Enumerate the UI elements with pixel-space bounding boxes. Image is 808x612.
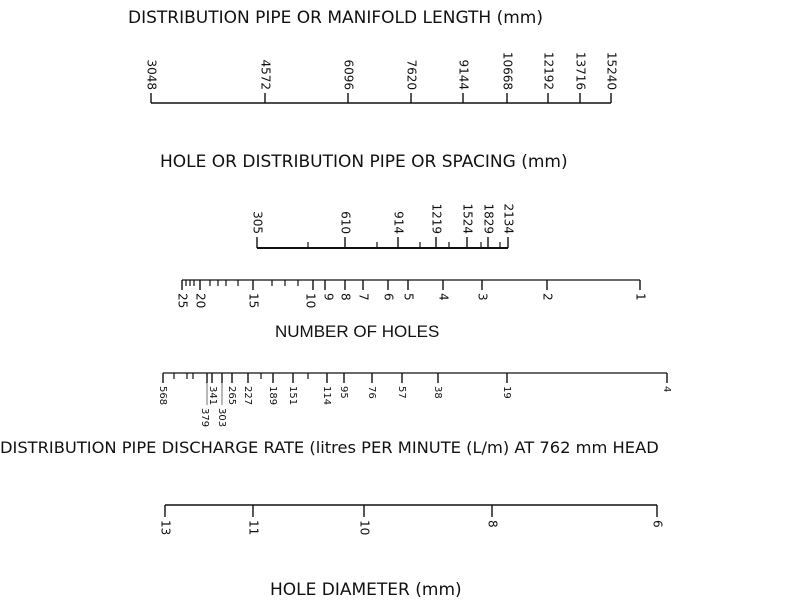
pipe-length-title: DISTRIBUTION PIPE OR MANIFOLD LENGTH (mm… xyxy=(128,8,543,28)
pipe_length-tick-label: 12192 xyxy=(542,52,556,90)
pipe_length-tick-label: 3048 xyxy=(145,59,159,90)
holes-tick-label: 20 xyxy=(194,293,208,308)
holes-tick-label: 15 xyxy=(247,293,261,308)
diameter-tick-label: 6 xyxy=(651,520,665,528)
spacing-tick-label: 305 xyxy=(251,211,265,234)
diameter-tick-label: 8 xyxy=(486,520,500,528)
discharge-tick-label: 189 xyxy=(267,386,278,405)
discharge-tick-label: 38 xyxy=(432,386,443,399)
holes-tick-label: 25 xyxy=(176,293,190,308)
discharge-tick-label: 114 xyxy=(321,386,332,405)
spacing-tick-label: 610 xyxy=(339,211,353,234)
spacing-tick-label: 1219 xyxy=(430,203,444,234)
spacing-tick-label: 914 xyxy=(392,211,406,234)
discharge-tick-label: 57 xyxy=(396,386,407,399)
discharge-tick-label: 265 xyxy=(226,386,237,405)
discharge-tick-label: 568 xyxy=(157,386,168,405)
pipe_length-tick-label: 9144 xyxy=(457,59,471,90)
holes-tick-label: 2 xyxy=(541,293,555,301)
discharge-tick-label: 151 xyxy=(287,386,298,405)
holes-tick-label: 9 xyxy=(322,293,336,301)
pipe_length-tick-label: 4572 xyxy=(259,59,273,90)
pipe_length-tick-label: 7620 xyxy=(405,59,419,90)
diameter-tick-label: 13 xyxy=(159,520,173,535)
spacing-tick-label: 2134 xyxy=(502,203,516,234)
discharge-tick-label: 19 xyxy=(501,386,512,399)
holes-tick-label: 8 xyxy=(339,293,353,301)
pipe_length-tick-label: 13716 xyxy=(574,52,588,90)
diameter-tick-label: 11 xyxy=(247,520,261,535)
holes-title: NUMBER OF HOLES xyxy=(275,322,440,341)
holes-tick-label: 7 xyxy=(357,293,371,301)
spacing-tick-label: 1524 xyxy=(461,203,475,234)
pipe_length-tick-label: 6096 xyxy=(342,59,356,90)
diameter-title: HOLE DIAMETER (mm) xyxy=(270,580,462,600)
holes-tick-label: 6 xyxy=(382,293,396,301)
discharge-tick-label: 227 xyxy=(242,386,253,405)
pipe_length-tick-label: 10668 xyxy=(501,52,515,90)
discharge-tick-label: 341 xyxy=(207,386,218,405)
discharge-tick-label: 379 xyxy=(199,408,210,427)
spacing-tick-label: 1829 xyxy=(482,203,496,234)
discharge-tick-label: 76 xyxy=(366,386,377,399)
discharge-tick-label: 95 xyxy=(338,386,349,399)
discharge-title: DISTRIBUTION PIPE DISCHARGE RATE (litres… xyxy=(0,438,659,457)
holes-tick-label: 1 xyxy=(634,293,648,301)
pipe_length-tick-label: 15240 xyxy=(605,52,619,90)
spacing-title: HOLE OR DISTRIBUTION PIPE OR SPACING (mm… xyxy=(160,152,568,172)
diameter-tick-label: 10 xyxy=(358,520,372,535)
holes-tick-label: 5 xyxy=(402,293,416,301)
holes-tick-label: 3 xyxy=(476,293,490,301)
discharge-tick-label: 4 xyxy=(661,386,672,392)
discharge-tick-label: 303 xyxy=(216,408,227,427)
holes-tick-label: 10 xyxy=(304,293,318,308)
holes-tick-label: 4 xyxy=(437,293,451,301)
